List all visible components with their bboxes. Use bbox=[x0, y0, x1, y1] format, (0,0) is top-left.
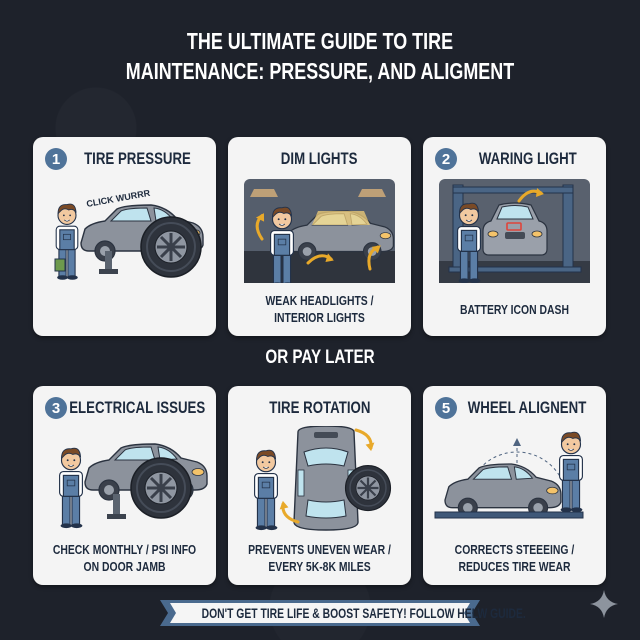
card-title: TIRE PRESSURE bbox=[84, 149, 191, 168]
battery-warning-icon bbox=[506, 222, 522, 231]
sparkle-icon bbox=[590, 590, 618, 618]
car-lift-illustration bbox=[439, 179, 590, 283]
card-dim-lights: DIM LIGHTS WEAK HEADLIGHTS / INTERIOR LI… bbox=[228, 137, 411, 336]
step-number-badge: 5 bbox=[435, 397, 457, 419]
card-title: WARING LIGHT bbox=[478, 149, 577, 168]
card-electrical-issues: 3 ELECTRICAL ISSUES CHECK MONTHLY / PSI … bbox=[33, 386, 216, 585]
dark-garage-illustration bbox=[244, 179, 395, 283]
footer-banner: DON'T GET TIRE LIFE & BOOST SAFETY! FOLL… bbox=[160, 600, 526, 626]
card-header: DIM LIGHTS bbox=[228, 147, 411, 171]
section-divider-label: OR PAY LATER bbox=[265, 347, 375, 368]
card-caption: PREVENTS UNEVEN WEAR / EVERY 5K-8K MILES bbox=[248, 542, 391, 574]
banner-text: DON'T GET TIRE LIFE & BOOST SAFETY! FOLL… bbox=[201, 605, 526, 621]
title-line-1: THE ULTIMATE GUIDE TO TIRE bbox=[186, 28, 454, 54]
card-caption: BATTERY ICON DASH bbox=[459, 302, 569, 317]
card-caption: CORRECTS STEEEING / REDUCES TIRE WEAR bbox=[454, 542, 575, 574]
card-title: WHEEL ALIGNENT bbox=[468, 398, 587, 417]
card-title: DIM LIGHTS bbox=[281, 149, 358, 168]
card-title: ELECTRICAL ISSUES bbox=[69, 398, 206, 417]
title-line-2: MAINTENANCE: PRESSURE, AND ALIGMENT bbox=[125, 58, 515, 84]
card-tire-pressure: 1 TIRE PRESSURE CLICK WURRR bbox=[33, 137, 216, 336]
step-number-badge: 1 bbox=[45, 148, 67, 170]
card-caption: WEAK HEADLIGHTS / INTERIOR LIGHTS bbox=[265, 293, 374, 325]
mechanic-gauge-illustration bbox=[41, 426, 208, 534]
step-number-badge: 2 bbox=[435, 148, 457, 170]
card-caption: CHECK MONTHLY / PSI INFO ON DOOR JAMB bbox=[52, 542, 197, 574]
card-wheel-alignment: 5 WHEEL ALIGNENT CORRECTS STEEEING / RED… bbox=[423, 386, 606, 585]
mechanic-car-tire-illustration: CLICK WURRR bbox=[41, 177, 208, 289]
wheel-alignment-illustration bbox=[431, 426, 598, 534]
card-header: 5 WHEEL ALIGNENT bbox=[423, 396, 606, 420]
page-title: THE ULTIMATE GUIDE TO TIRE MAINTENANCE: … bbox=[70, 26, 569, 86]
tire-rotation-illustration bbox=[236, 426, 403, 534]
card-title: TIRE ROTATION bbox=[268, 398, 371, 417]
ribbon-shape bbox=[160, 600, 480, 626]
card-header: TIRE ROTATION bbox=[228, 396, 411, 420]
card-warning-light: 2 WARING LIGHT BATTERY ICON DASH bbox=[423, 137, 606, 336]
card-header: 3 ELECTRICAL ISSUES bbox=[33, 396, 216, 420]
card-header: 1 TIRE PRESSURE bbox=[33, 147, 216, 171]
card-tire-rotation: TIRE ROTATION PREVENTS UNEVEN WEAR / EVE… bbox=[228, 386, 411, 585]
card-header: 2 WARING LIGHT bbox=[423, 147, 606, 171]
step-number-badge: 3 bbox=[45, 397, 67, 419]
